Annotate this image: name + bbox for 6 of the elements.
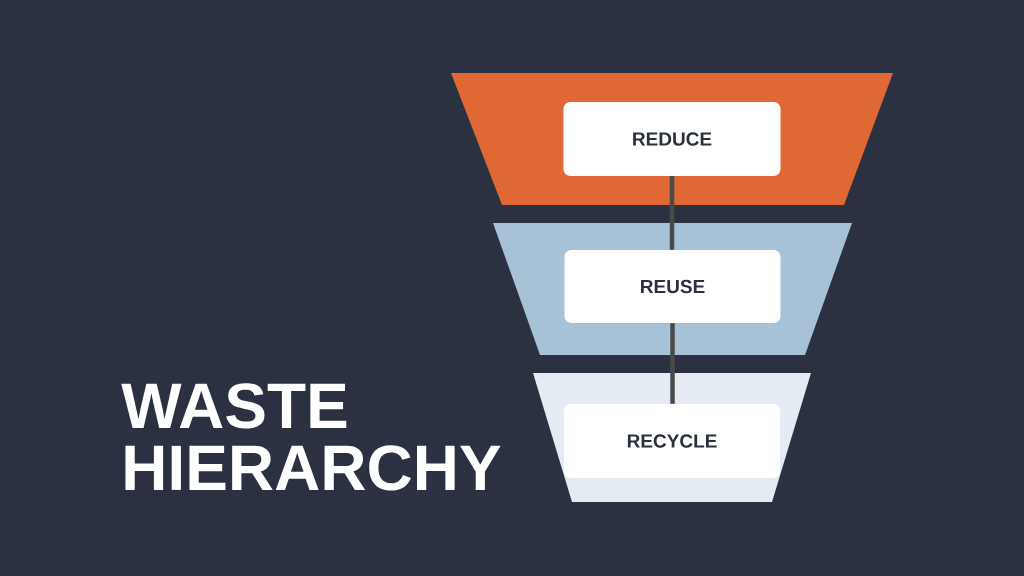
title: WASTE HIERARCHY [121, 383, 501, 491]
connector-line [669, 176, 675, 250]
label-box: RECYCLE [564, 404, 780, 478]
connector-line [670, 323, 675, 404]
label-box: REUSE [564, 250, 781, 323]
label-box: REDUCE [563, 102, 781, 176]
